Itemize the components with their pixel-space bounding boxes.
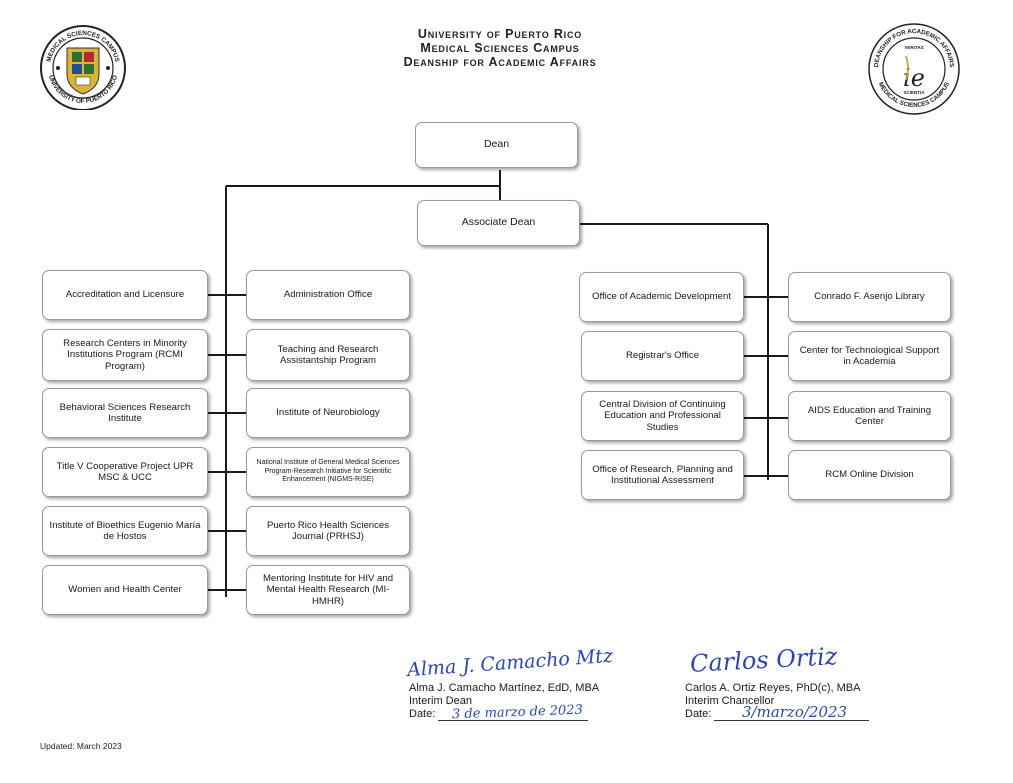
org-box-bioethics: Institute of Bioethics Eugenio María de … — [42, 506, 208, 556]
org-box-prhsj: Puerto Rico Health Sciences Journal (PRH… — [246, 506, 410, 556]
org-box-research-planning: Office of Research, Planning and Institu… — [581, 450, 744, 500]
org-box-associate-dean: Associate Dean — [417, 200, 580, 246]
deanship-seal-icon: DEANSHIP FOR ACADEMIC AFFAIRS MEDICAL SC… — [868, 23, 960, 115]
org-box-continuing-education: Central Division of Continuing Education… — [581, 391, 744, 441]
right-seal-veritas: VERITAS — [904, 45, 923, 50]
org-box-title-v: Title V Cooperative Project UPR MSC & UC… — [42, 447, 208, 497]
org-box-dean: Dean — [415, 122, 578, 168]
org-box-behavioral-sciences: Behavioral Sciences Research Institute — [42, 388, 208, 438]
header-deanship: Deanship for Academic Affairs — [403, 55, 597, 69]
org-box-women-health: Women and Health Center — [42, 565, 208, 615]
right-date-label: Date: — [685, 708, 712, 720]
org-box-registrar: Registrar's Office — [581, 331, 744, 381]
left-signer-title: Interim Dean — [409, 695, 472, 707]
org-box-accreditation: Accreditation and Licensure — [42, 270, 208, 320]
left-signature-block: Alma J. Camacho Martínez, EdD, MBA Inter… — [409, 682, 599, 721]
org-box-technological-support: Center for Technological Support in Acad… — [788, 331, 951, 381]
header-university: University of Puerto Rico — [417, 27, 583, 41]
org-box-mi-hmhr: Mentoring Institute for HIV and Mental H… — [246, 565, 410, 615]
right-signer-name: Carlos A. Ortiz Reyes, PhD(c), MBA — [685, 682, 861, 694]
org-box-administration: Administration Office — [246, 270, 410, 320]
header-campus: Medical Sciences Campus — [420, 41, 580, 55]
org-box-rcm-online: RCM Online Division — [788, 450, 951, 500]
left-date-label: Date: — [409, 708, 436, 720]
updated-date: Updated: March 2023 — [40, 741, 122, 751]
org-box-academic-development: Office of Academic Development — [579, 272, 744, 322]
left-signer-name: Alma J. Camacho Martínez, EdD, MBA — [409, 682, 600, 694]
right-seal-scientia: SCIENTIA — [903, 90, 925, 95]
right-signer-title: Interim Chancellor — [685, 695, 775, 707]
org-box-aids-education: AIDS Education and Training Center — [788, 391, 951, 441]
left-date-line — [438, 709, 589, 721]
org-box-rcmi: Research Centers in Minority Institution… — [42, 329, 208, 381]
right-date-line — [714, 709, 870, 721]
org-box-teaching-research: Teaching and Research Assistantship Prog… — [246, 329, 410, 381]
right-handwritten-date: 3/marzo/2023 — [742, 703, 848, 721]
org-box-neurobiology: Institute of Neurobiology — [246, 388, 410, 438]
org-box-nigms-rise: National Institute of General Medical Sc… — [246, 447, 410, 497]
page-header: University of Puerto Rico Medical Scienc… — [300, 27, 700, 69]
right-signature-block: Carlos A. Ortiz Reyes, PhD(c), MBA Inter… — [685, 682, 870, 721]
org-box-asenjo-library: Conrado F. Asenjo Library — [788, 272, 951, 322]
university-seal-icon: MEDICAL SCIENCES CAMPUS UNIVERSITY OF PU… — [40, 25, 126, 110]
